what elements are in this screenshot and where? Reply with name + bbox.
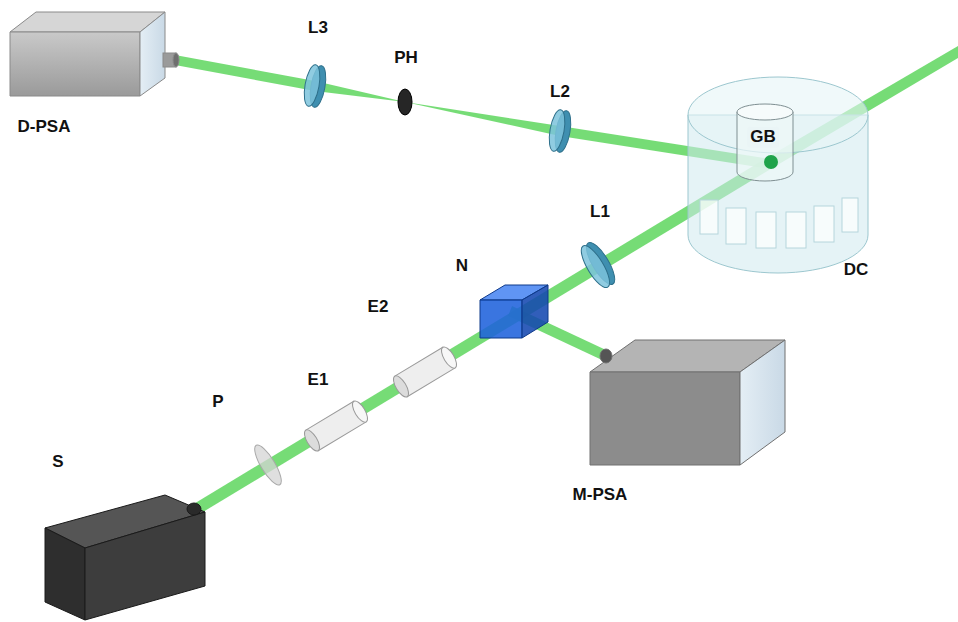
- analyzer-box: [740, 340, 785, 465]
- lens: [576, 242, 614, 291]
- lens: [302, 64, 323, 108]
- part-label: GB: [747, 127, 779, 148]
- part-label: E2: [365, 297, 392, 318]
- chamber-window: [756, 212, 776, 248]
- pinhole: [398, 89, 412, 115]
- detector-port: [173, 53, 179, 67]
- part-label: P: [209, 392, 226, 413]
- part-label: E1: [305, 370, 332, 391]
- light-source: [85, 512, 205, 620]
- source-port: [187, 503, 201, 515]
- laser-beam: [192, 157, 774, 515]
- laser-beam: [175, 46, 958, 515]
- part-label: D-PSA: [15, 117, 74, 138]
- chamber: [688, 77, 868, 153]
- chamber-window: [814, 206, 834, 242]
- optical-element: [391, 345, 460, 400]
- chamber-window: [842, 198, 858, 232]
- analyzer-port: [600, 349, 612, 363]
- analyzer-box: [590, 372, 740, 465]
- light-source: [45, 495, 205, 620]
- polarizer: [250, 442, 286, 489]
- laser-beam: [315, 81, 405, 102]
- lens: [576, 239, 620, 291]
- optical-element: [302, 399, 371, 454]
- glass-beaker: [737, 104, 793, 120]
- chamber-window: [700, 198, 858, 248]
- detector-box: [140, 12, 165, 96]
- part-label: L3: [305, 18, 331, 39]
- light-source: [45, 528, 85, 620]
- lens: [302, 64, 329, 109]
- chamber: [688, 77, 868, 273]
- laser-beam: [175, 55, 315, 91]
- optical-element: [350, 399, 371, 425]
- part-label: L1: [587, 202, 613, 223]
- sample-particle: [764, 155, 778, 169]
- polarizer: [250, 442, 286, 489]
- beam-splitter-cube: [480, 285, 548, 338]
- glass-beaker: [737, 112, 793, 181]
- part-label: M-PSA: [570, 485, 631, 506]
- detector-box: [10, 12, 179, 96]
- detector-box: [10, 32, 140, 96]
- part-label: DC: [841, 260, 872, 281]
- analyzer-box: [590, 340, 785, 465]
- lens: [547, 109, 568, 153]
- detector-box: [10, 12, 165, 32]
- laser-beam: [405, 102, 560, 136]
- optical-element: [439, 345, 460, 371]
- part-label: S: [49, 452, 66, 473]
- part-label: N: [453, 256, 471, 277]
- chamber-window: [700, 200, 718, 234]
- beam-splitter-cube: [522, 285, 548, 338]
- chamber-window: [726, 208, 746, 244]
- part-label: PH: [391, 48, 421, 69]
- optical-element: [302, 428, 323, 454]
- chamber-window: [786, 212, 806, 248]
- beam-splitter-cube: [480, 300, 522, 338]
- optical-element: [391, 374, 412, 400]
- lens: [547, 109, 574, 154]
- part-label: L2: [547, 82, 573, 103]
